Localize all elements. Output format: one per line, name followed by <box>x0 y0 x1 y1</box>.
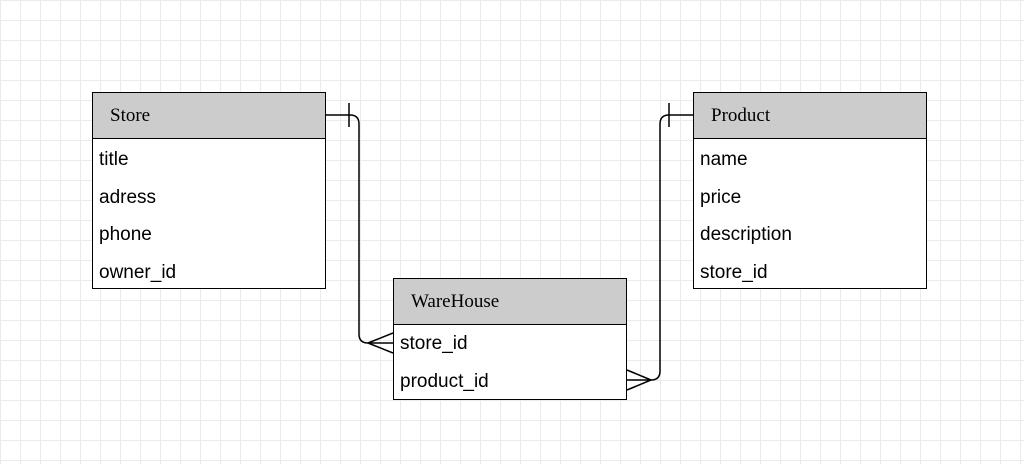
field-store-owner-id[interactable]: owner_id <box>99 261 177 283</box>
entity-store-title: Store <box>110 104 151 126</box>
store-warehouse-line <box>326 114 393 344</box>
field-product-store-id[interactable]: store_id <box>700 261 768 283</box>
field-store-title[interactable]: title <box>99 149 129 170</box>
entity-store-header[interactable]: Store <box>93 93 325 139</box>
product-warehouse-line <box>627 114 693 381</box>
entity-warehouse-title: WareHouse <box>411 290 500 312</box>
entity-product-header[interactable]: Product <box>694 93 926 139</box>
field-store-adress[interactable]: adress <box>99 186 157 208</box>
entity-store-fields: title adress phone owner_id <box>93 139 325 291</box>
warehouse-product-many-marker-bottom <box>626 379 652 391</box>
entity-warehouse-header[interactable]: WareHouse <box>394 279 626 325</box>
field-warehouse-product-id[interactable]: product_id <box>400 370 489 392</box>
field-product-price[interactable]: price <box>700 186 742 208</box>
field-store-phone[interactable]: phone <box>99 224 152 245</box>
field-product-name[interactable]: name <box>700 149 748 170</box>
entity-product-fields: name price description store_id <box>694 139 926 291</box>
entity-warehouse-fields: store_id product_id <box>394 325 626 400</box>
field-product-description[interactable]: description <box>700 224 792 245</box>
warehouse-store-many-marker-top <box>367 332 394 344</box>
entity-warehouse[interactable]: WareHouse store_id product_id <box>393 278 627 400</box>
entity-product[interactable]: Product name price description store_id <box>693 92 927 289</box>
product-warehouse-relationship[interactable] <box>626 103 693 391</box>
warehouse-store-many-marker-bottom <box>367 342 394 354</box>
entity-store[interactable]: Store title adress phone owner_id <box>92 92 326 289</box>
store-warehouse-relationship[interactable] <box>326 103 394 354</box>
entity-product-title: Product <box>711 104 771 126</box>
warehouse-product-many-marker-top <box>626 369 652 381</box>
field-warehouse-store-id[interactable]: store_id <box>400 333 468 354</box>
